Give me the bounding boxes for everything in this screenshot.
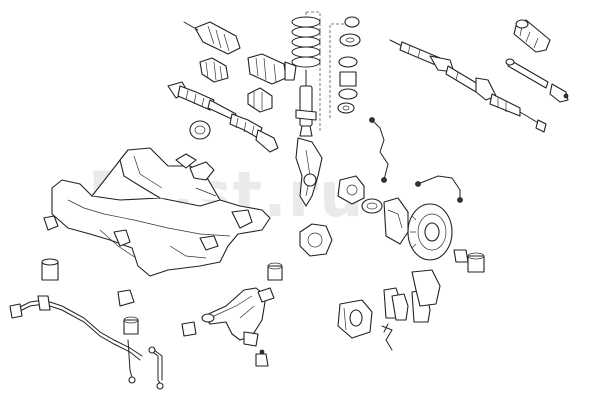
caliper-bracket[interactable] (411, 269, 441, 307)
brake-shield[interactable] (383, 197, 409, 245)
cv-joint-boot-small[interactable] (199, 57, 229, 83)
stabilizer-bar[interactable] (9, 295, 143, 384)
cv-joint-boot-upper[interactable] (183, 21, 241, 55)
cv-joint-outer[interactable] (247, 53, 297, 85)
bushing-pair[interactable] (117, 289, 197, 337)
wheel-hub[interactable] (337, 175, 383, 214)
drive-shaft-right[interactable] (229, 113, 279, 153)
shock-absorber[interactable] (295, 69, 317, 137)
brake-caliper[interactable] (337, 299, 373, 339)
stabilizer-link[interactable] (148, 346, 164, 390)
subframe[interactable] (43, 147, 271, 277)
control-arm-bushing[interactable] (257, 262, 283, 303)
abs-sensor-upper[interactable] (369, 117, 389, 183)
steering-boot[interactable] (513, 19, 551, 53)
brake-clip[interactable] (381, 323, 393, 351)
abs-sensor-lower[interactable] (415, 175, 463, 203)
drive-shaft-left[interactable] (167, 81, 237, 121)
hub-nut[interactable] (453, 249, 485, 273)
brake-disc[interactable] (407, 203, 453, 261)
coil-spring[interactable] (291, 11, 321, 132)
steering-rack[interactable] (389, 39, 547, 133)
cv-boot-ring[interactable] (189, 120, 211, 140)
control-arm[interactable] (201, 287, 267, 347)
subframe-bushing[interactable] (41, 258, 59, 281)
steering-knuckle[interactable] (295, 137, 323, 207)
hub-flange[interactable] (299, 223, 333, 257)
tie-rod-end[interactable] (505, 58, 569, 103)
cv-boot-lower[interactable] (247, 87, 273, 113)
ball-joint[interactable] (255, 349, 269, 367)
strut-mount[interactable] (329, 16, 361, 120)
